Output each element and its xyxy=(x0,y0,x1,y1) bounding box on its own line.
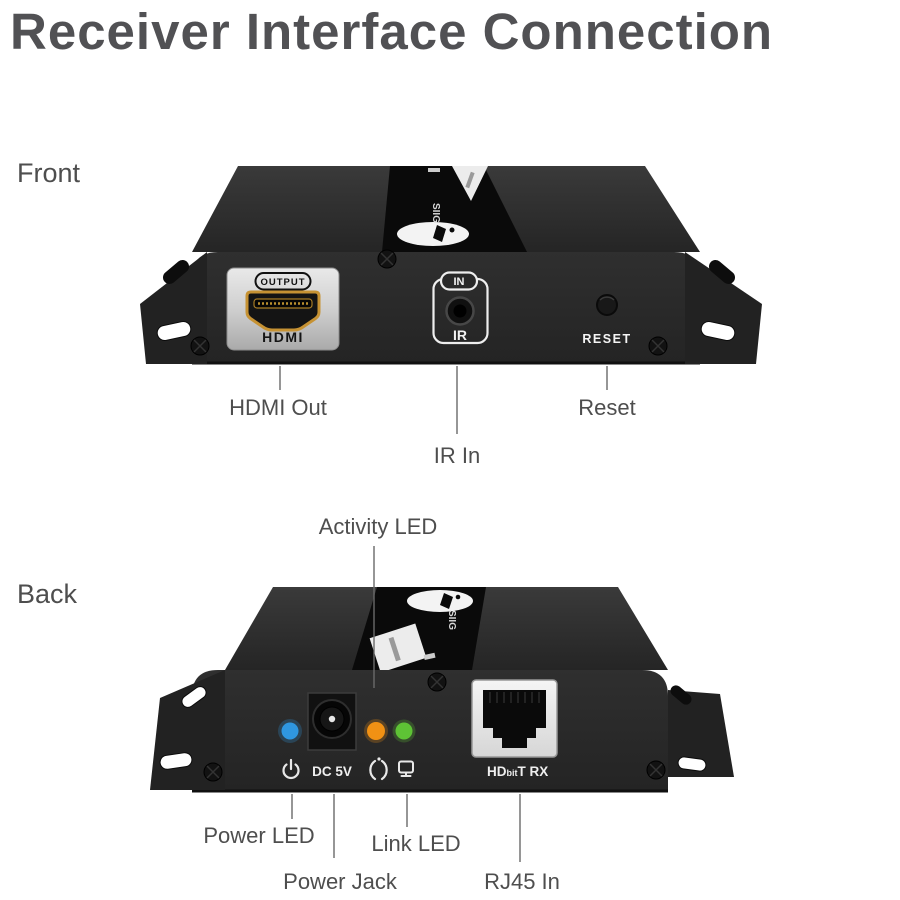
back-label-sticker xyxy=(369,623,427,673)
callout-ir-in: IR In xyxy=(433,443,481,468)
output-pill xyxy=(254,272,312,291)
callout-reset: Reset xyxy=(578,395,636,420)
brand-logo: SIIG xyxy=(397,203,469,246)
reset-label: RESET xyxy=(582,332,631,346)
screw-icon xyxy=(646,760,666,780)
brand-logo: SIIG xyxy=(407,590,473,630)
front-device-photo: SIIG xyxy=(140,166,762,365)
screw-icon xyxy=(203,762,223,782)
power-icon xyxy=(282,758,300,780)
rj45-port xyxy=(471,679,558,758)
back-section-label: Back xyxy=(17,579,78,609)
activity-led xyxy=(364,719,388,743)
screw-icon xyxy=(648,336,668,356)
mounting-hole xyxy=(670,685,692,705)
stripe-print-mark xyxy=(423,652,436,660)
ir-jack: IN IR xyxy=(432,271,489,345)
front-left-mounting-flange xyxy=(140,252,207,364)
mounting-hole xyxy=(677,756,707,772)
power-led xyxy=(278,719,302,743)
hdmi-label: HDMI xyxy=(262,329,304,345)
front-section-label: Front xyxy=(17,158,81,188)
brand-text: SIIG xyxy=(430,203,441,223)
brand-text: SIIG xyxy=(446,610,457,630)
screw-icon xyxy=(190,336,210,356)
output-label: OUTPUT xyxy=(260,277,305,288)
reset-button: RESET xyxy=(582,294,631,346)
callout-link-led: Link LED xyxy=(371,831,461,856)
network-display-icon xyxy=(398,760,414,777)
ir-signal-icon xyxy=(369,757,388,781)
front-right-mounting-flange xyxy=(685,252,762,364)
stripe-print-mark xyxy=(428,168,440,172)
hdbitt-rx-label: HDbitT RX xyxy=(487,764,548,779)
mounting-hole xyxy=(159,752,193,770)
rj45-opening xyxy=(483,690,546,748)
callout-hdmi-out: HDMI Out xyxy=(229,395,327,420)
mounting-hole xyxy=(700,321,736,341)
mounting-hole xyxy=(181,686,207,708)
mounting-hole xyxy=(156,321,192,341)
ir-label: IR xyxy=(453,327,467,343)
dc-5v-label: DC 5V xyxy=(312,764,352,779)
mounting-hole xyxy=(162,260,190,284)
screw-icon xyxy=(427,672,447,692)
ir-in-pill xyxy=(439,271,479,291)
callout-activity-led: Activity LED xyxy=(318,514,438,539)
callout-power-jack: Power Jack xyxy=(283,869,397,894)
callout-leader-lines xyxy=(279,366,608,862)
back-right-mounting-flange xyxy=(668,685,734,777)
mounting-hole xyxy=(708,260,736,284)
back-device-photo: SIIG xyxy=(150,587,734,793)
callout-power-led: Power LED xyxy=(203,823,315,848)
screw-icon xyxy=(377,249,397,269)
power-jack xyxy=(307,692,357,751)
link-led xyxy=(392,719,416,743)
page-title: Receiver Interface Connection xyxy=(10,3,774,60)
ir-in-pill-label: IN xyxy=(454,276,465,288)
callout-rj45-in: RJ45 In xyxy=(484,869,560,894)
sticker-print-mark xyxy=(465,171,475,189)
back-left-mounting-flange xyxy=(150,670,225,790)
rj45-pins xyxy=(489,692,540,703)
hdmi-connector xyxy=(245,290,321,332)
hdmi-port: OUTPUT HDMI xyxy=(226,267,340,351)
